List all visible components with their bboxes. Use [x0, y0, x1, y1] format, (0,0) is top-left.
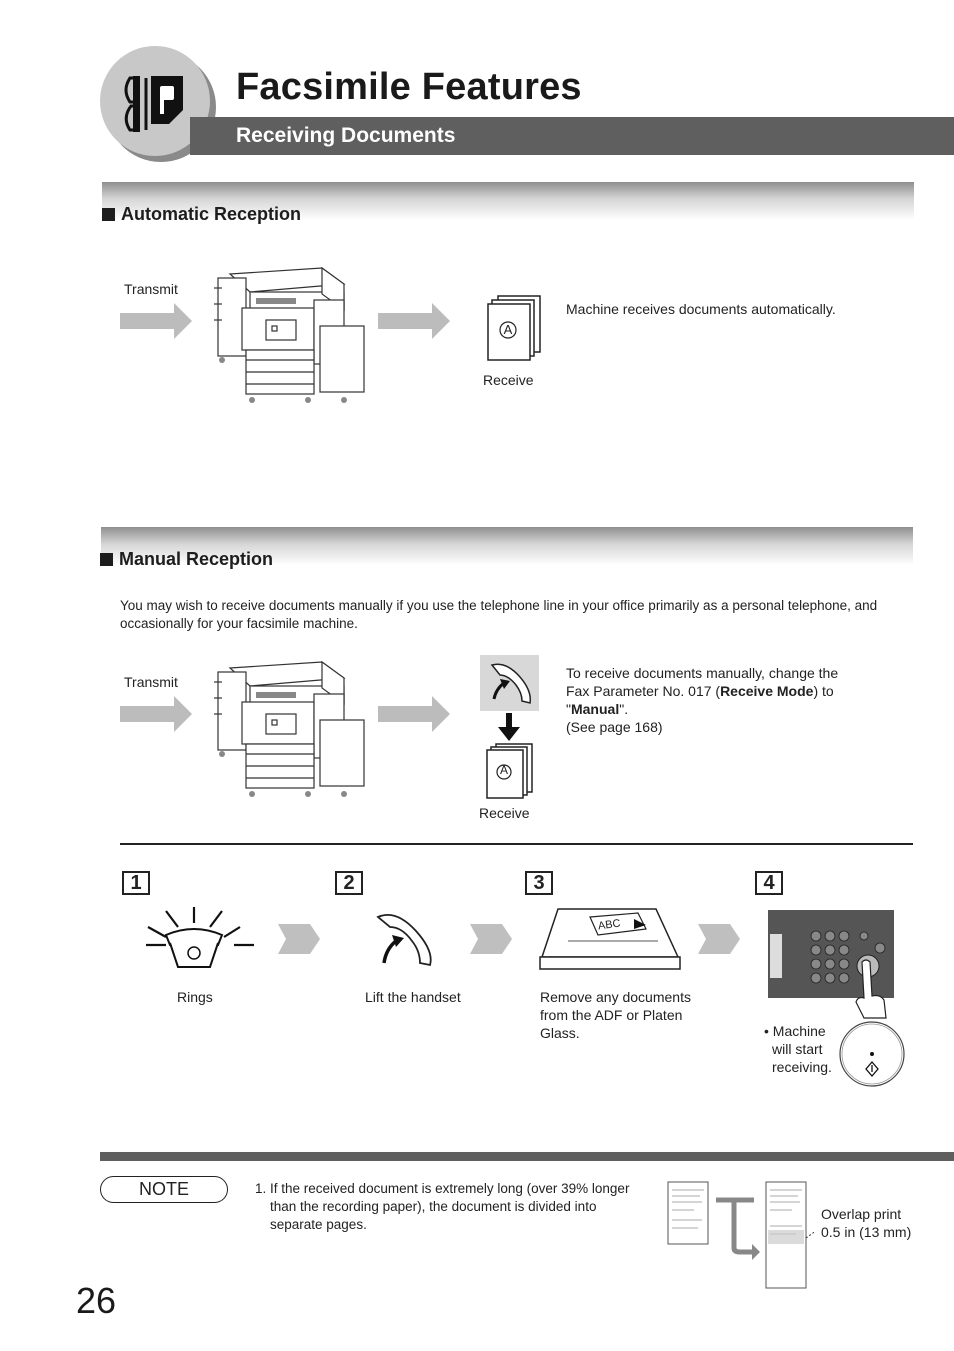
section-bar-automatic: [102, 182, 914, 220]
subtitle-bar: [190, 117, 954, 155]
arrow-right-icon: [120, 696, 192, 732]
step-number-2: 2: [335, 871, 363, 895]
square-bullet-icon: [100, 553, 113, 566]
automatic-description: Machine receives documents automatically…: [566, 301, 836, 317]
manual-intro-line: You may wish to receive documents manual…: [120, 598, 878, 613]
fax-logo-icon: [100, 46, 210, 156]
ringing-phone-icon: [146, 907, 254, 968]
step-label-lift-handset: Lift the handset: [365, 989, 461, 1005]
receive-label: Receive: [483, 372, 534, 388]
overlap-line: 0.5 in (13 mm): [821, 1224, 912, 1240]
step-label-line: from the ADF or Platen: [540, 1007, 683, 1023]
handset-icon: [480, 655, 539, 711]
receive-label: Receive: [479, 805, 530, 821]
section-heading-manual: Manual Reception: [100, 549, 273, 570]
page-subtitle: Receiving Documents: [236, 124, 456, 147]
note-line: 1. If the received document is extremely…: [255, 1181, 630, 1196]
step-note-line: • Machine: [764, 1023, 826, 1039]
copier-machine-icon: [214, 266, 365, 403]
chevron-right-icon: [470, 924, 512, 954]
step-label-remove-documents: Remove any documents from the ADF or Pla…: [540, 988, 691, 1042]
manual-intro-line: occasionally for your facsimile machine.: [120, 616, 358, 631]
page-number: 26: [76, 1280, 117, 1321]
section-bar-manual: [101, 527, 913, 565]
step-number-3: 3: [525, 871, 553, 895]
overlap-line: Overlap print: [821, 1206, 902, 1222]
manual-desc-line: Fax Parameter No. 017 (Receive Mode) to: [566, 683, 834, 699]
received-document-icon: [487, 295, 541, 361]
transmit-label: Transmit: [124, 281, 178, 297]
document-letter: A: [499, 763, 508, 777]
chevron-right-icon: [278, 924, 320, 954]
manual-desc-line: "Manual".: [566, 701, 629, 717]
start-button-icon: [839, 1021, 905, 1087]
arrow-right-icon: [378, 696, 450, 732]
chevron-right-icon: [698, 924, 740, 954]
square-bullet-icon: [102, 208, 115, 221]
step-note-line: receiving.: [772, 1059, 832, 1075]
step-note-line: will start: [772, 1041, 823, 1057]
note-bar: [100, 1152, 954, 1161]
arrow-down-icon: [498, 713, 520, 741]
manual-desc-line: To receive documents manually, change th…: [566, 665, 839, 681]
note-line: than the recording paper), the document …: [270, 1199, 597, 1214]
section-heading-automatic: Automatic Reception: [102, 204, 301, 225]
step-note-receiving: • Machine will start receiving.: [764, 1022, 832, 1076]
divider: [120, 843, 913, 845]
step-number-4: 4: [755, 871, 783, 895]
transmit-label: Transmit: [124, 674, 178, 690]
note-line: separate pages.: [270, 1217, 367, 1232]
document-letter: A: [503, 322, 513, 337]
manual-intro: You may wish to receive documents manual…: [120, 597, 920, 633]
manual-desc-line: (See page 168): [566, 719, 663, 735]
received-document-icon: [486, 743, 533, 799]
note-label: NOTE: [100, 1176, 228, 1203]
step-label-line: Glass.: [540, 1025, 580, 1041]
step-number-1: 1: [122, 871, 150, 895]
overlap-print-label: Overlap print 0.5 in (13 mm): [821, 1205, 911, 1241]
arrow-right-icon: [120, 303, 192, 339]
step-label-line: Remove any documents: [540, 989, 691, 1005]
handset-icon: [376, 913, 432, 967]
overlap-print-icon: [667, 1181, 814, 1289]
control-panel-icon: [768, 910, 894, 1019]
manual-description: To receive documents manually, change th…: [566, 664, 838, 736]
page-title: Facsimile Features: [236, 66, 582, 108]
copier-machine-icon: [214, 660, 365, 797]
arrow-right-icon: [378, 303, 450, 339]
adf-scanner-icon: [539, 908, 681, 970]
step-label-rings: Rings: [177, 989, 213, 1005]
note-item: 1. If the received document is extremely…: [255, 1180, 649, 1234]
